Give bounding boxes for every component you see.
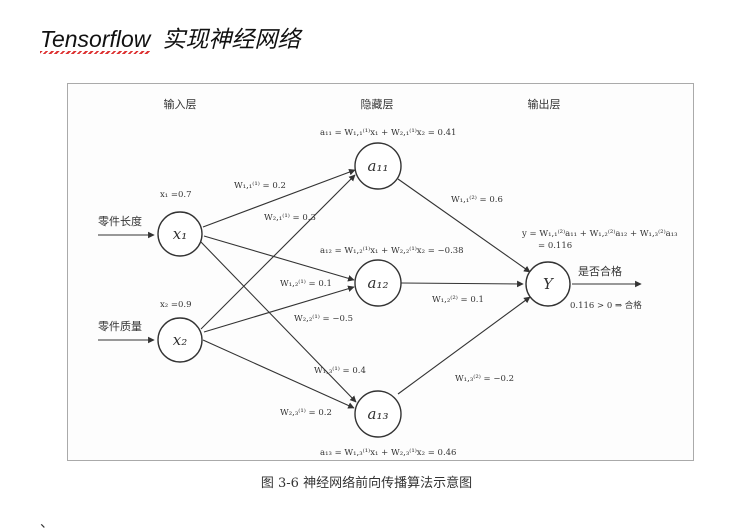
equation-a13: a₁₃ = W₁,₃⁽¹⁾x₁ + W₂,₃⁽¹⁾x₂ = 0.46 bbox=[320, 448, 456, 458]
edge-x1-a12 bbox=[203, 235, 355, 282]
input-value-x2: x₂ =0.9 bbox=[160, 300, 192, 310]
feature-label-x1: 零件长度 bbox=[98, 214, 142, 228]
node-x2: x₂ bbox=[157, 317, 203, 363]
decision-text: 0.116 > 0 ⇒ 合格 bbox=[570, 300, 642, 311]
weight-w13-2: W₁,₃⁽²⁾ = −0.2 bbox=[455, 374, 514, 384]
node-a13: a₁₃ bbox=[354, 390, 402, 438]
edge-x1-a13 bbox=[199, 240, 357, 403]
node-a12: a₁₂ bbox=[354, 259, 402, 307]
page-title: Tensorflow 实现神经网络 bbox=[40, 20, 300, 54]
edge-x2-a11 bbox=[200, 174, 356, 330]
stray-mark: 、 bbox=[40, 515, 54, 531]
weight-w11-1: W₁,₁⁽¹⁾ = 0.2 bbox=[234, 181, 286, 191]
node-x1-label: x₁ bbox=[173, 225, 187, 243]
weight-w22-1: W₂,₂⁽¹⁾ = −0.5 bbox=[294, 314, 353, 324]
edge-x1-a11 bbox=[202, 168, 356, 228]
edge-a12-y bbox=[400, 280, 524, 288]
equation-y-result: = 0.116 bbox=[538, 241, 572, 251]
node-y: Y bbox=[525, 261, 571, 307]
equation-y: y = W₁,₁⁽²⁾a₁₁ + W₁,₂⁽²⁾a₁₂ + W₁,₃⁽²⁾a₁₃ bbox=[521, 229, 678, 239]
edge-x2-a13 bbox=[202, 339, 355, 409]
feature-label-x2: 零件质量 bbox=[98, 320, 142, 333]
node-a11: a₁₁ bbox=[354, 142, 402, 190]
node-a12-label: a₁₂ bbox=[368, 274, 389, 292]
figure-caption: 图 3-6 神经网络前向传播算法示意图 bbox=[260, 476, 473, 491]
equation-a12: a₁₂ = W₁,₂⁽¹⁾x₁ + W₂,₂⁽¹⁾x₂ = −0.38 bbox=[320, 246, 464, 256]
weight-w11-2: W₁,₁⁽²⁾ = 0.6 bbox=[451, 195, 503, 205]
network-diagram: 输入层 隐藏层 输出层 x₁ x₂ a₁₁ bbox=[98, 97, 678, 458]
node-a11-label: a₁₁ bbox=[368, 157, 389, 175]
header-hidden-layer: 隐藏层 bbox=[361, 98, 394, 111]
node-x2-label: x₂ bbox=[173, 331, 187, 349]
header-output-layer: 输出层 bbox=[528, 97, 561, 111]
neural-network-figure: 输入层 隐藏层 输出层 x₁ x₂ a₁₁ bbox=[67, 83, 694, 461]
input-value-x1: x₁ =0.7 bbox=[160, 190, 192, 200]
weight-w12-1: W₁,₂⁽¹⁾ = 0.1 bbox=[280, 279, 332, 289]
weight-w23-1: W₂,₃⁽¹⁾ = 0.2 bbox=[280, 408, 332, 418]
edge-a11-y bbox=[397, 178, 531, 273]
edge-a13-y bbox=[397, 296, 531, 395]
title-cjk: 实现神经网络 bbox=[162, 27, 301, 53]
node-x1: x₁ bbox=[157, 211, 203, 257]
weight-w12-2: W₁,₂⁽²⁾ = 0.1 bbox=[432, 295, 484, 305]
header-input-layer: 输入层 bbox=[164, 97, 197, 111]
node-a13-label: a₁₃ bbox=[368, 405, 389, 423]
equation-a11: a₁₁ = W₁,₁⁽¹⁾x₁ + W₂,₁⁽¹⁾x₂ = 0.41 bbox=[320, 128, 456, 138]
result-label: 是否合格 bbox=[578, 264, 622, 278]
weight-w21-1: W₂,₁⁽¹⁾ = 0.3 bbox=[264, 213, 316, 223]
edge-x2-a12 bbox=[203, 285, 355, 333]
node-y-label: Y bbox=[543, 275, 555, 293]
weight-w13-1: W₁,₃⁽¹⁾ = 0.4 bbox=[314, 366, 366, 376]
title-latin: Tensorflow bbox=[40, 26, 151, 52]
